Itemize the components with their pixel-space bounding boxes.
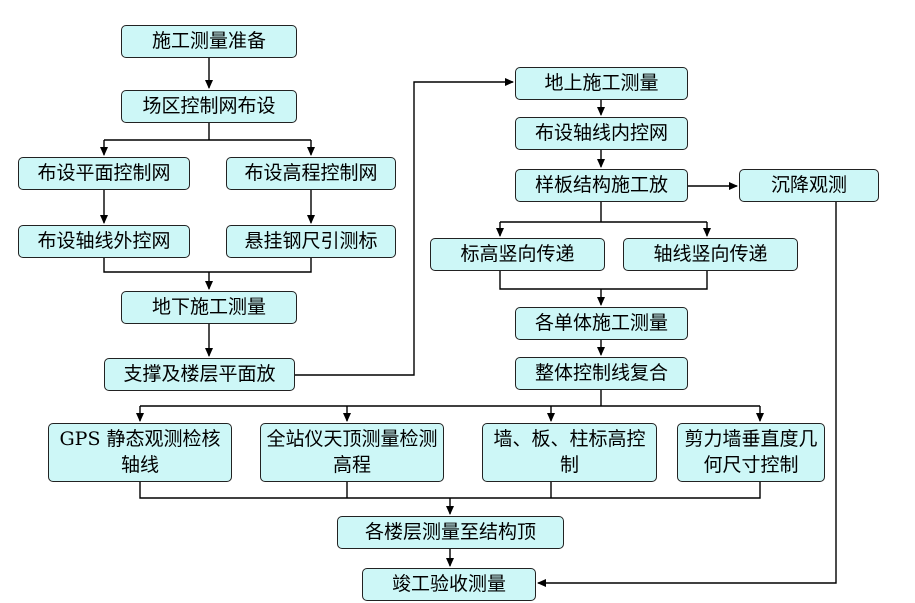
node-above-ground: 地上施工测量 [515, 67, 688, 100]
node-sample-board: 样板结构施工放 [515, 169, 688, 202]
node-settlement: 沉降观测 [739, 169, 879, 202]
node-shear-wall: 剪力墙垂直度几何尺寸控制 [677, 423, 825, 482]
node-site-net: 场区控制网布设 [121, 90, 297, 123]
edge-overall-split [140, 390, 760, 407]
edge-merge-unit [499, 271, 708, 305]
edge-site-split [104, 123, 311, 141]
node-total-station: 全站仪天顶测量检测高程 [260, 423, 444, 482]
edge-merge-floor [139, 482, 761, 514]
node-wall-board: 墙、板、柱标高控制 [482, 423, 657, 482]
node-underground: 地下施工测量 [121, 291, 297, 324]
edge-merge-under [103, 258, 312, 289]
node-elev-vertical: 标高竖向传递 [430, 238, 605, 271]
node-unit-measure: 各单体施工测量 [515, 307, 688, 340]
node-overall-check: 整体控制线复合 [515, 357, 688, 390]
edge-support-above [295, 78, 514, 376]
node-gps-check: GPS 静态观测检核轴线 [48, 423, 232, 482]
node-axis-vertical: 轴线竖向传递 [623, 238, 798, 271]
node-axis-outer: 布设轴线外控网 [18, 225, 190, 258]
node-plane-net: 布设平面控制网 [18, 157, 190, 190]
node-elev-net: 布设高程控制网 [226, 157, 396, 190]
node-steel-ruler: 悬挂钢尺引测标 [226, 225, 396, 258]
node-floor-to-top: 各楼层测量至结构顶 [337, 516, 564, 549]
node-prep: 施工测量准备 [121, 25, 297, 58]
node-completion: 竣工验收测量 [362, 568, 536, 601]
edge-settle-completion [537, 202, 837, 587]
node-axis-inner: 布设轴线内控网 [515, 117, 688, 150]
node-support-floor: 支撑及楼层平面放 [104, 358, 295, 391]
edge-sample-split [500, 202, 707, 223]
